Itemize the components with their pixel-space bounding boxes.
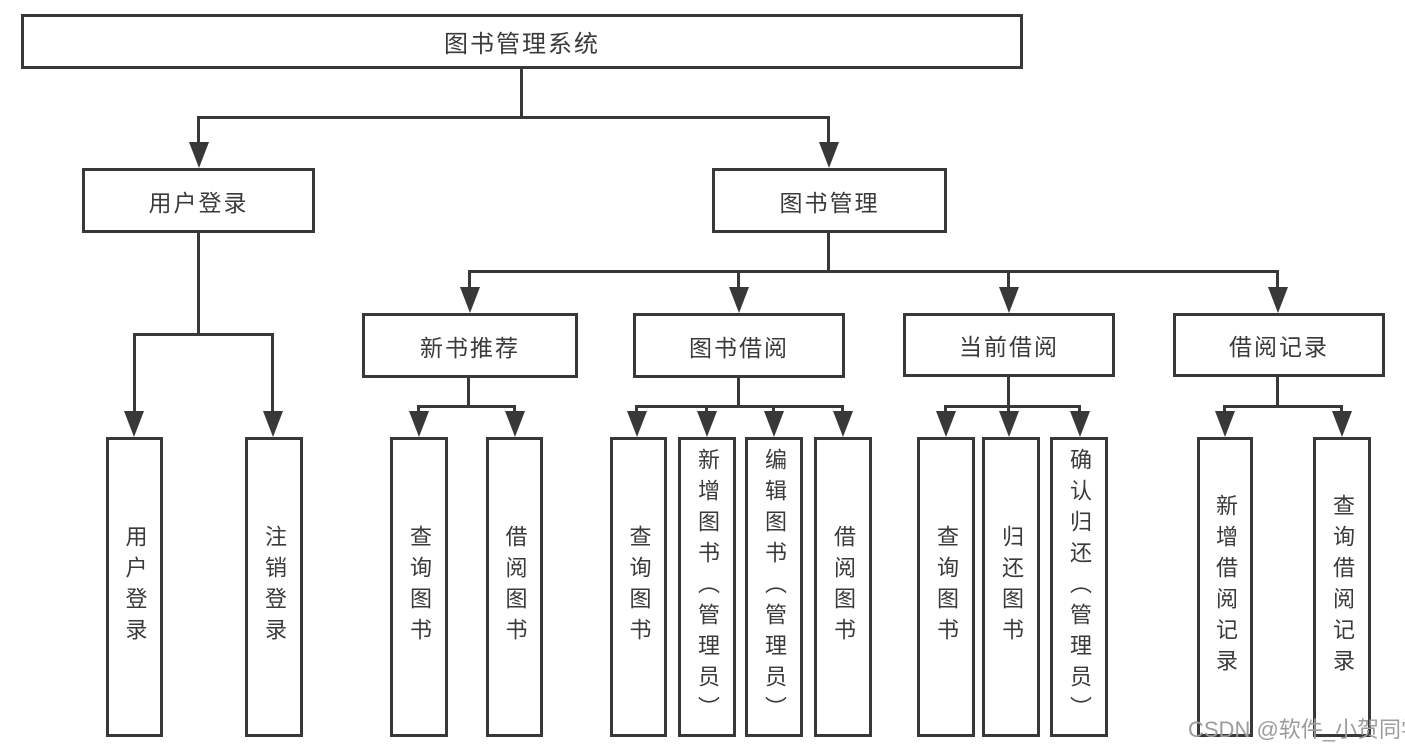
leaf-query-book-3-label: 查询图书: [934, 525, 959, 649]
arrow-down-icon: [999, 287, 1019, 313]
connector-borrow-records-bus: [1223, 405, 1343, 408]
arrow-down-icon: [697, 411, 717, 437]
arrow-down-icon: [1268, 287, 1288, 313]
connector-tail-leaf: [133, 333, 136, 413]
csdn-watermark: CSDN @软件_小贺同学: [1188, 717, 1405, 742]
arrow-down-icon: [1332, 411, 1352, 437]
arrow-down-icon: [124, 411, 144, 437]
arrow-down-icon: [263, 411, 283, 437]
connector-tail-leaf: [841, 405, 844, 415]
leaf-return-book-label: 归还图书: [999, 525, 1024, 649]
leaf-query-book-2: 查询图书: [610, 437, 667, 737]
connector-tail-book-mgmt: [827, 116, 830, 144]
connector-tail-leaf: [1223, 405, 1226, 415]
connector-user-login-bus: [133, 333, 274, 336]
arrow-down-icon: [999, 411, 1019, 437]
connector-new-book-stem: [467, 378, 470, 408]
leaf-query-book-2-label: 查询图书: [626, 525, 652, 649]
connector-tail-leaf: [1007, 405, 1010, 415]
leaf-edit-book-admin: 编辑图书（管理员）: [745, 437, 803, 737]
connector-user-login-stem: [197, 233, 200, 336]
connector-tail-level3: [1007, 270, 1010, 289]
leaf-query-borrow-record: 查询借阅记录: [1313, 437, 1371, 737]
connector-level3-bus: [468, 270, 1279, 273]
leaf-add-borrow-record: 新增借阅记录: [1197, 437, 1253, 737]
arrow-down-icon: [189, 142, 209, 168]
connector-tail-leaf: [1340, 405, 1343, 415]
connector-tail-leaf: [705, 405, 708, 415]
node-book-management: 图书管理: [712, 168, 947, 233]
connector-tail-leaf: [271, 333, 274, 413]
leaf-query-book-1: 查询图书: [390, 437, 448, 737]
connector-tail-leaf: [772, 405, 775, 415]
arrow-down-icon: [764, 411, 784, 437]
leaf-query-book-3: 查询图书: [917, 437, 975, 737]
connector-tail-leaf: [417, 405, 420, 415]
connector-book-borrow-bus: [635, 405, 844, 408]
leaf-logout-label: 注销登录: [262, 525, 287, 649]
node-user-login: 用户登录: [82, 168, 315, 233]
leaf-query-borrow-record-label: 查询借阅记录: [1330, 494, 1355, 680]
connector-tail-user-login: [197, 116, 200, 144]
connector-tail-leaf: [513, 405, 516, 415]
leaf-confirm-return-admin-label: 确认归还（管理员）: [1067, 447, 1092, 727]
leaf-confirm-return-admin: 确认归还（管理员）: [1050, 437, 1108, 737]
leaf-add-book-admin-label: 新增图书（管理员）: [695, 447, 720, 727]
leaf-user-login: 用户登录: [106, 437, 163, 737]
leaf-user-login-label: 用户登录: [122, 525, 148, 649]
connector-new-book-bus: [417, 405, 516, 408]
connector-tail-level3: [468, 270, 471, 289]
connector-root-bus: [197, 116, 830, 119]
arrow-down-icon: [729, 287, 749, 313]
leaf-query-book-1-label: 查询图书: [407, 525, 432, 649]
connector-tail-level3: [737, 270, 740, 289]
connector-tail-leaf: [635, 405, 638, 415]
leaf-borrow-book-2: 借阅图书: [814, 437, 872, 737]
arrow-down-icon: [505, 411, 525, 437]
leaf-borrow-book-1-label: 借阅图书: [502, 525, 528, 649]
leaf-add-book-admin: 新增图书（管理员）: [678, 437, 736, 737]
connector-tail-level3: [1276, 270, 1279, 289]
leaf-add-borrow-record-label: 新增借阅记录: [1213, 494, 1238, 680]
arrow-down-icon: [627, 411, 647, 437]
connector-root-stem: [520, 69, 523, 118]
connector-tail-leaf: [1078, 405, 1081, 415]
connector-current-borrow-bus: [944, 405, 1081, 408]
connector-book-mgmt-stem: [827, 233, 830, 273]
connector-tail-leaf: [944, 405, 947, 415]
arrow-down-icon: [936, 411, 956, 437]
arrow-down-icon: [833, 411, 853, 437]
connector-book-borrow-stem: [737, 378, 740, 408]
leaf-logout: 注销登录: [245, 437, 303, 737]
leaf-borrow-book-2-label: 借阅图书: [831, 525, 856, 649]
connector-borrow-records-stem: [1276, 377, 1279, 408]
arrow-down-icon: [409, 411, 429, 437]
arrow-down-icon: [460, 287, 480, 313]
connector-current-borrow-stem: [1007, 377, 1010, 408]
arrow-down-icon: [1215, 411, 1235, 437]
node-root-system: 图书管理系统: [21, 14, 1023, 69]
node-book-borrow: 图书借阅: [633, 313, 845, 378]
node-current-borrow: 当前借阅: [903, 313, 1115, 377]
node-borrow-records: 借阅记录: [1173, 313, 1385, 377]
leaf-borrow-book-1: 借阅图书: [486, 437, 543, 737]
node-new-book-recommend: 新书推荐: [362, 313, 578, 378]
leaf-return-book: 归还图书: [982, 437, 1040, 737]
arrow-down-icon: [1070, 411, 1090, 437]
leaf-edit-book-admin-label: 编辑图书（管理员）: [762, 447, 787, 727]
arrow-down-icon: [819, 142, 839, 168]
